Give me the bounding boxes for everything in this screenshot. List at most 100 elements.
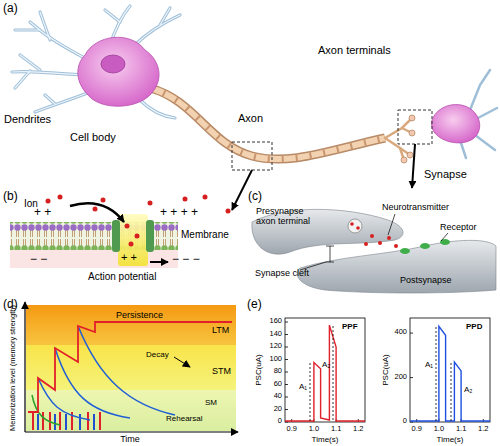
axis-tick: 1.0: [309, 425, 319, 434]
postsynapse: [297, 240, 496, 293]
part-label: Membrane: [181, 229, 229, 241]
leader-line: [330, 246, 331, 262]
amplitude-label: A₂: [322, 360, 330, 369]
leader-line: [388, 214, 395, 235]
amplitude-marker: [436, 326, 451, 421]
amplitude-label: A₂: [464, 385, 472, 394]
rehearsal-bar: [93, 414, 95, 430]
ion-dot: [93, 207, 98, 212]
rehearsal-bar: [65, 414, 67, 430]
axis-tick: 1.2: [353, 425, 363, 434]
nucleus: [101, 55, 125, 73]
dendrite: [12, 6, 180, 118]
rehearsal-bar: [37, 414, 39, 430]
ppf-trace: [285, 325, 365, 421]
membrane-illustration: [10, 195, 231, 269]
receptor: [400, 248, 410, 254]
decay-curve: [78, 326, 175, 415]
zoom-box: [232, 142, 272, 170]
ion-dot: [203, 195, 208, 200]
decay-curve: [38, 326, 175, 420]
axis-tick: 0.9: [411, 425, 421, 434]
tick-mark: [285, 334, 288, 335]
part-label: Synapse: [424, 168, 467, 181]
axis-tick: 1.1: [331, 425, 341, 434]
amplitude-marker: [310, 363, 311, 421]
ion-dot: [226, 209, 231, 214]
leader-line: [326, 246, 334, 247]
amplitude-marker: [310, 325, 333, 421]
axis-title: PSC(uA): [381, 354, 390, 386]
memory-model-chart: [25, 302, 238, 432]
sm-decay-curve: [32, 395, 60, 425]
tick-mark: [285, 384, 288, 385]
decay-curve: [55, 348, 130, 418]
ppd-trace: [410, 326, 490, 421]
decay-arrow: [174, 357, 190, 367]
presynapse-terminal: [252, 209, 403, 254]
neurotransmitter-dot: [370, 234, 374, 238]
leader-line: [326, 262, 334, 263]
dendrite: [475, 135, 495, 150]
rehearsal-bar: [38, 414, 94, 430]
axis-tick: 120: [269, 342, 282, 351]
ion-dot: [135, 234, 140, 239]
y-axis: [24, 302, 25, 432]
terminal-bouton: [409, 130, 415, 136]
axis-tick: 0: [278, 417, 282, 426]
axis-tick: 40: [274, 392, 282, 401]
band-label: STM: [212, 366, 231, 376]
amplitude-label: A₁: [425, 360, 433, 369]
charge-sign: + + + +: [160, 206, 198, 220]
ion-dot: [129, 242, 134, 247]
ion-dot: [125, 224, 130, 229]
panel-letter: (c): [248, 190, 262, 204]
ion-dot: [148, 201, 153, 206]
curve-label: Rehearsal: [166, 414, 202, 423]
axis-title: PSC(uA): [254, 354, 263, 386]
terminal-bouton: [409, 115, 415, 121]
rehearsal-bar: [79, 414, 81, 430]
panel-letter: (b): [3, 190, 18, 204]
part-label: Neurotransmitter: [382, 202, 449, 212]
amplitude-marker: [451, 362, 452, 421]
part-label: Dendrites: [4, 113, 51, 126]
curve-label: Persistence: [116, 310, 163, 320]
stm-band: [26, 345, 236, 390]
charge-sign: − − −: [172, 253, 200, 267]
axis-tick: 1.1: [456, 425, 466, 434]
persistence-curve: [28, 322, 232, 412]
axis-tick: 20: [274, 405, 282, 414]
amplitude-marker: [436, 326, 437, 421]
terminal-bouton: [401, 157, 407, 163]
axon: [150, 88, 385, 159]
neurotransmitter-dot: [350, 222, 354, 226]
dendrite: [478, 108, 497, 118]
sm-band: [26, 390, 236, 431]
axis-tick: 200: [394, 373, 407, 382]
rehearsal-bar: [54, 414, 56, 430]
tick-mark: [410, 333, 483, 422]
ion-dot: [58, 195, 63, 200]
plot-label: PPD: [466, 322, 482, 331]
dendrite: [470, 70, 490, 110]
rehearsal-bar: [32, 412, 34, 430]
charge-sign: − −: [30, 253, 47, 267]
postsynaptic-neuron: [432, 105, 480, 143]
neurotransmitter-dot: [394, 244, 398, 248]
x-axis: [25, 431, 238, 432]
node-of-ranvier: [150, 88, 385, 159]
charge-sign: + +: [34, 206, 51, 220]
leader-line: [300, 214, 448, 270]
axis-tick: 1.0: [434, 425, 444, 434]
axis-title: Time(s): [437, 435, 464, 444]
part-label: Action potential: [88, 271, 156, 283]
plot-frame: [285, 318, 365, 422]
neurotransmitter-dot: [378, 241, 382, 245]
tick-mark: [410, 333, 413, 334]
rehearsal-bar: [87, 412, 89, 430]
cell-body: [78, 37, 159, 106]
tick-mark: [285, 322, 288, 323]
